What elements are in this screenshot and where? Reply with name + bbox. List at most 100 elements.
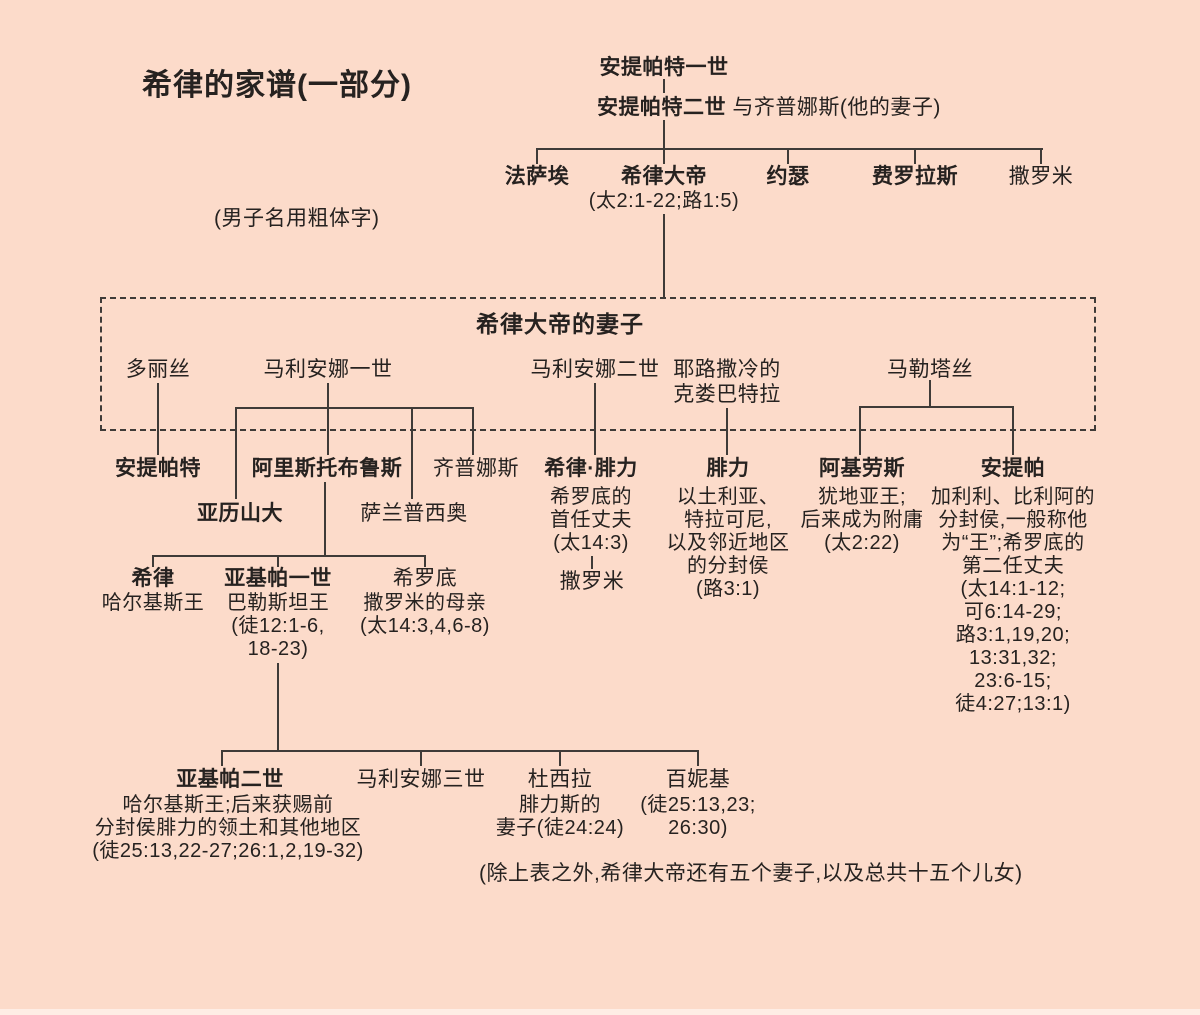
connector-line: [472, 407, 474, 455]
connector-line: [221, 750, 223, 766]
node-herod-philip-detail: (太14:3): [553, 532, 629, 554]
connector-line: [697, 750, 699, 766]
node-salome-sister: 撒罗米: [1008, 165, 1074, 188]
node-herod-philip: 希律·腓力: [544, 457, 638, 480]
node-philip: 腓力: [706, 457, 750, 480]
node-antipater-ii-name: 安提帕特二世: [597, 96, 726, 119]
node-herodias: 希罗底: [392, 567, 458, 590]
legend-note: (男子名用粗体字): [214, 207, 380, 230]
connector-line: [663, 148, 665, 164]
node-agrippa-i-detail: 18-23): [247, 638, 309, 660]
node-philip-detail: 的分封侯: [687, 555, 769, 577]
wives-box: [100, 297, 1096, 431]
node-philip-detail: 特拉可尼,: [683, 509, 773, 531]
node-salome-daughter: 撒罗米: [559, 570, 625, 593]
node-agrippa-ii-detail: 哈尔基斯王;后来获赐前: [122, 794, 334, 816]
node-bernice-detail: 26:30): [668, 817, 728, 839]
node-alexander: 亚历山大: [197, 502, 283, 525]
connector-line: [324, 482, 326, 555]
node-cleopatra-line1: 耶路撒冷的: [673, 358, 781, 381]
node-antipas-detail: (太14:1-12;: [960, 578, 1066, 600]
node-antipas-detail: 第二任丈夫: [961, 555, 1065, 577]
node-joseph: 约瑟: [766, 165, 810, 188]
node-agrippa-i-detail: 巴勒斯坦王: [226, 592, 330, 614]
node-pheroras: 费罗拉斯: [872, 165, 958, 188]
node-doris: 多丽丝: [125, 358, 191, 381]
node-mariamne-iii: 马利安娜三世: [356, 768, 486, 791]
node-cypros: 齐普娜斯: [433, 457, 519, 480]
node-antipas-detail: 路3:1,19,20;: [955, 624, 1071, 646]
footnote: (除上表之外,希律大帝还有五个妻子,以及总共十五个儿女): [479, 862, 1023, 885]
node-herod-the-great-ref: (太2:1-22;路1:5): [588, 190, 740, 212]
node-malthace: 马勒塔丝: [887, 358, 973, 381]
node-archelaus-detail: (太2:22): [824, 532, 900, 554]
sibling-line: [860, 406, 1014, 408]
node-salampsio: 萨兰普西奥: [360, 502, 468, 525]
node-agrippa-i: 亚基帕一世: [224, 567, 332, 590]
node-bernice: 百妮基: [665, 768, 731, 791]
connector-line: [559, 750, 561, 766]
connector-line: [726, 408, 728, 455]
node-herod-of-chalcis-detail: 哈尔基斯王: [101, 592, 205, 614]
node-agrippa-ii: 亚基帕二世: [176, 768, 284, 791]
sibling-line: [153, 555, 426, 557]
connector-line: [420, 750, 422, 766]
node-herod-of-chalcis: 希律: [131, 567, 175, 590]
node-philip-detail: 以及邻近地区: [666, 532, 790, 554]
connector-line: [327, 383, 329, 407]
connector-line: [663, 79, 665, 93]
connector-line: [929, 380, 931, 406]
node-agrippa-ii-detail: 分封侯腓力的领土和其他地区: [94, 817, 362, 839]
connector-line: [591, 556, 593, 569]
node-archelaus: 阿基劳斯: [819, 457, 905, 480]
node-drusilla-detail: 腓力斯的: [519, 794, 601, 816]
node-herod-philip-detail: 希罗底的: [550, 486, 632, 508]
node-mariamne-ii: 马利安娜二世: [530, 358, 660, 381]
page-title: 希律的家谱(一部分): [142, 69, 412, 102]
sibling-line: [222, 750, 699, 752]
node-cleopatra-line2: 克娄巴特拉: [673, 383, 781, 406]
connector-line: [594, 383, 596, 455]
connector-line: [411, 407, 413, 499]
node-antipas-detail: 分封侯,一般称他: [938, 509, 1088, 531]
connector-line: [424, 555, 426, 567]
node-antipas-detail: 23:6-15;: [974, 670, 1052, 692]
node-philip-detail: 以土利亚、: [676, 486, 780, 508]
node-philip-detail: (路3:1): [695, 578, 761, 600]
connector-line: [787, 148, 789, 164]
node-antipater-i: 安提帕特一世: [599, 56, 729, 79]
node-mariamne-i: 马利安娜一世: [263, 358, 393, 381]
connector-line: [663, 214, 665, 297]
node-antipas-detail: 可6:14-29;: [964, 601, 1062, 623]
node-bernice-detail: (徒25:13,23;: [640, 794, 756, 816]
wives-box-title: 希律大帝的妻子: [476, 311, 644, 337]
node-herodias-detail: (太14:3,4,6-8): [360, 615, 490, 637]
node-herod-philip-detail: 首任丈夫: [550, 509, 632, 531]
connector-line: [536, 148, 538, 164]
node-phasael: 法萨埃: [504, 165, 570, 188]
node-antipater-ii: 安提帕特二世 与齐普娜斯(他的妻子): [597, 96, 941, 119]
node-agrippa-i-detail: (徒12:1-6,: [231, 615, 325, 637]
node-antipas-detail: 为“王”;希罗底的: [941, 532, 1085, 554]
connector-line: [663, 120, 665, 148]
sibling-line: [236, 407, 474, 409]
connector-line: [235, 407, 237, 499]
node-archelaus-detail: 犹地亚王;: [817, 486, 907, 508]
connector-line: [1012, 406, 1014, 455]
connector-line: [277, 663, 279, 750]
connector-line: [859, 406, 861, 455]
connector-line: [327, 407, 329, 455]
node-antipas: 安提帕: [980, 457, 1046, 480]
connector-line: [152, 555, 154, 567]
node-archelaus-detail: 后来成为附庸: [800, 509, 924, 531]
node-antipas-detail: 13:31,32;: [969, 647, 1057, 669]
node-herodias-detail: 撒罗米的母亲: [363, 592, 487, 614]
node-antipas-detail: 加利利、比利阿的: [931, 486, 1095, 508]
node-antipater-son: 安提帕特: [115, 457, 201, 480]
node-drusilla-detail: 妻子(徒24:24): [495, 817, 625, 839]
node-agrippa-ii-detail: (徒25:13,22-27;26:1,2,19-32): [92, 840, 364, 862]
sibling-line: [537, 148, 1043, 150]
node-herod-the-great: 希律大帝: [621, 165, 707, 188]
node-drusilla: 杜西拉: [527, 768, 593, 791]
